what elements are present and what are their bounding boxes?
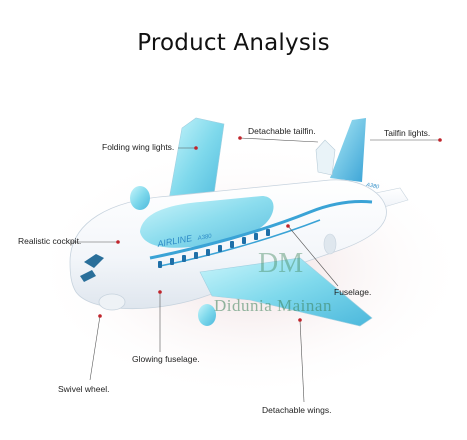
window xyxy=(182,255,186,262)
callout-tailfin-lights: Tailfin lights. xyxy=(384,128,431,138)
leader-dot xyxy=(286,224,290,228)
window xyxy=(266,229,270,236)
leader-detachable-wings xyxy=(299,319,305,403)
window xyxy=(158,261,162,268)
leader-dot xyxy=(158,290,162,294)
model-label: A380 xyxy=(196,234,212,243)
callout-glowing-fuselage: Glowing fuselage. xyxy=(132,354,200,364)
engine-light xyxy=(130,186,150,210)
swivel-wheel xyxy=(98,293,126,311)
leader-dot xyxy=(116,240,120,244)
leader-dots xyxy=(98,136,442,322)
cockpit-window xyxy=(84,254,104,268)
callout-swivel-wheel: Swivel wheel. xyxy=(58,384,110,394)
leader-fuselage xyxy=(287,225,339,287)
watermark-text: Didunia Mainan xyxy=(214,296,332,315)
cockpit-window xyxy=(80,270,96,282)
tailfin-mount xyxy=(315,139,336,176)
leader-lines xyxy=(70,137,440,403)
window xyxy=(170,258,174,265)
callout-fuselage: Fuselage. xyxy=(334,287,372,297)
callout-detachable-tailfin: Detachable tailfin. xyxy=(248,126,316,136)
window xyxy=(194,252,198,259)
underbelly-light xyxy=(198,304,216,326)
window xyxy=(218,245,222,252)
detachable-wing xyxy=(199,257,373,327)
tail-model-label: A380 xyxy=(365,182,381,191)
leader-swivel-wheel xyxy=(89,315,101,381)
callout-folding-wing-lights: Folding wing lights. xyxy=(102,142,175,152)
window xyxy=(206,249,210,256)
leader-dot xyxy=(98,314,102,318)
callout-realistic-cockpit: Realistic cockpit. xyxy=(18,236,82,246)
tailfin xyxy=(330,118,366,182)
page-title: Product Analysis xyxy=(137,30,330,56)
fuselage-stripe-thin xyxy=(159,219,321,267)
leader-dot xyxy=(298,318,302,322)
leader-detachable-tailfin xyxy=(239,137,319,143)
callout-detachable-wings: Detachable wings. xyxy=(262,405,332,415)
window xyxy=(254,233,258,240)
window-row xyxy=(158,229,270,268)
leader-dot xyxy=(238,136,242,140)
fuselage-stripe xyxy=(149,200,373,260)
leader-dot xyxy=(194,146,198,150)
watermark-monogram: DM xyxy=(258,248,303,279)
leader-dot xyxy=(438,138,442,142)
window xyxy=(242,237,246,244)
window xyxy=(230,241,234,248)
rear-wheel xyxy=(323,233,337,255)
